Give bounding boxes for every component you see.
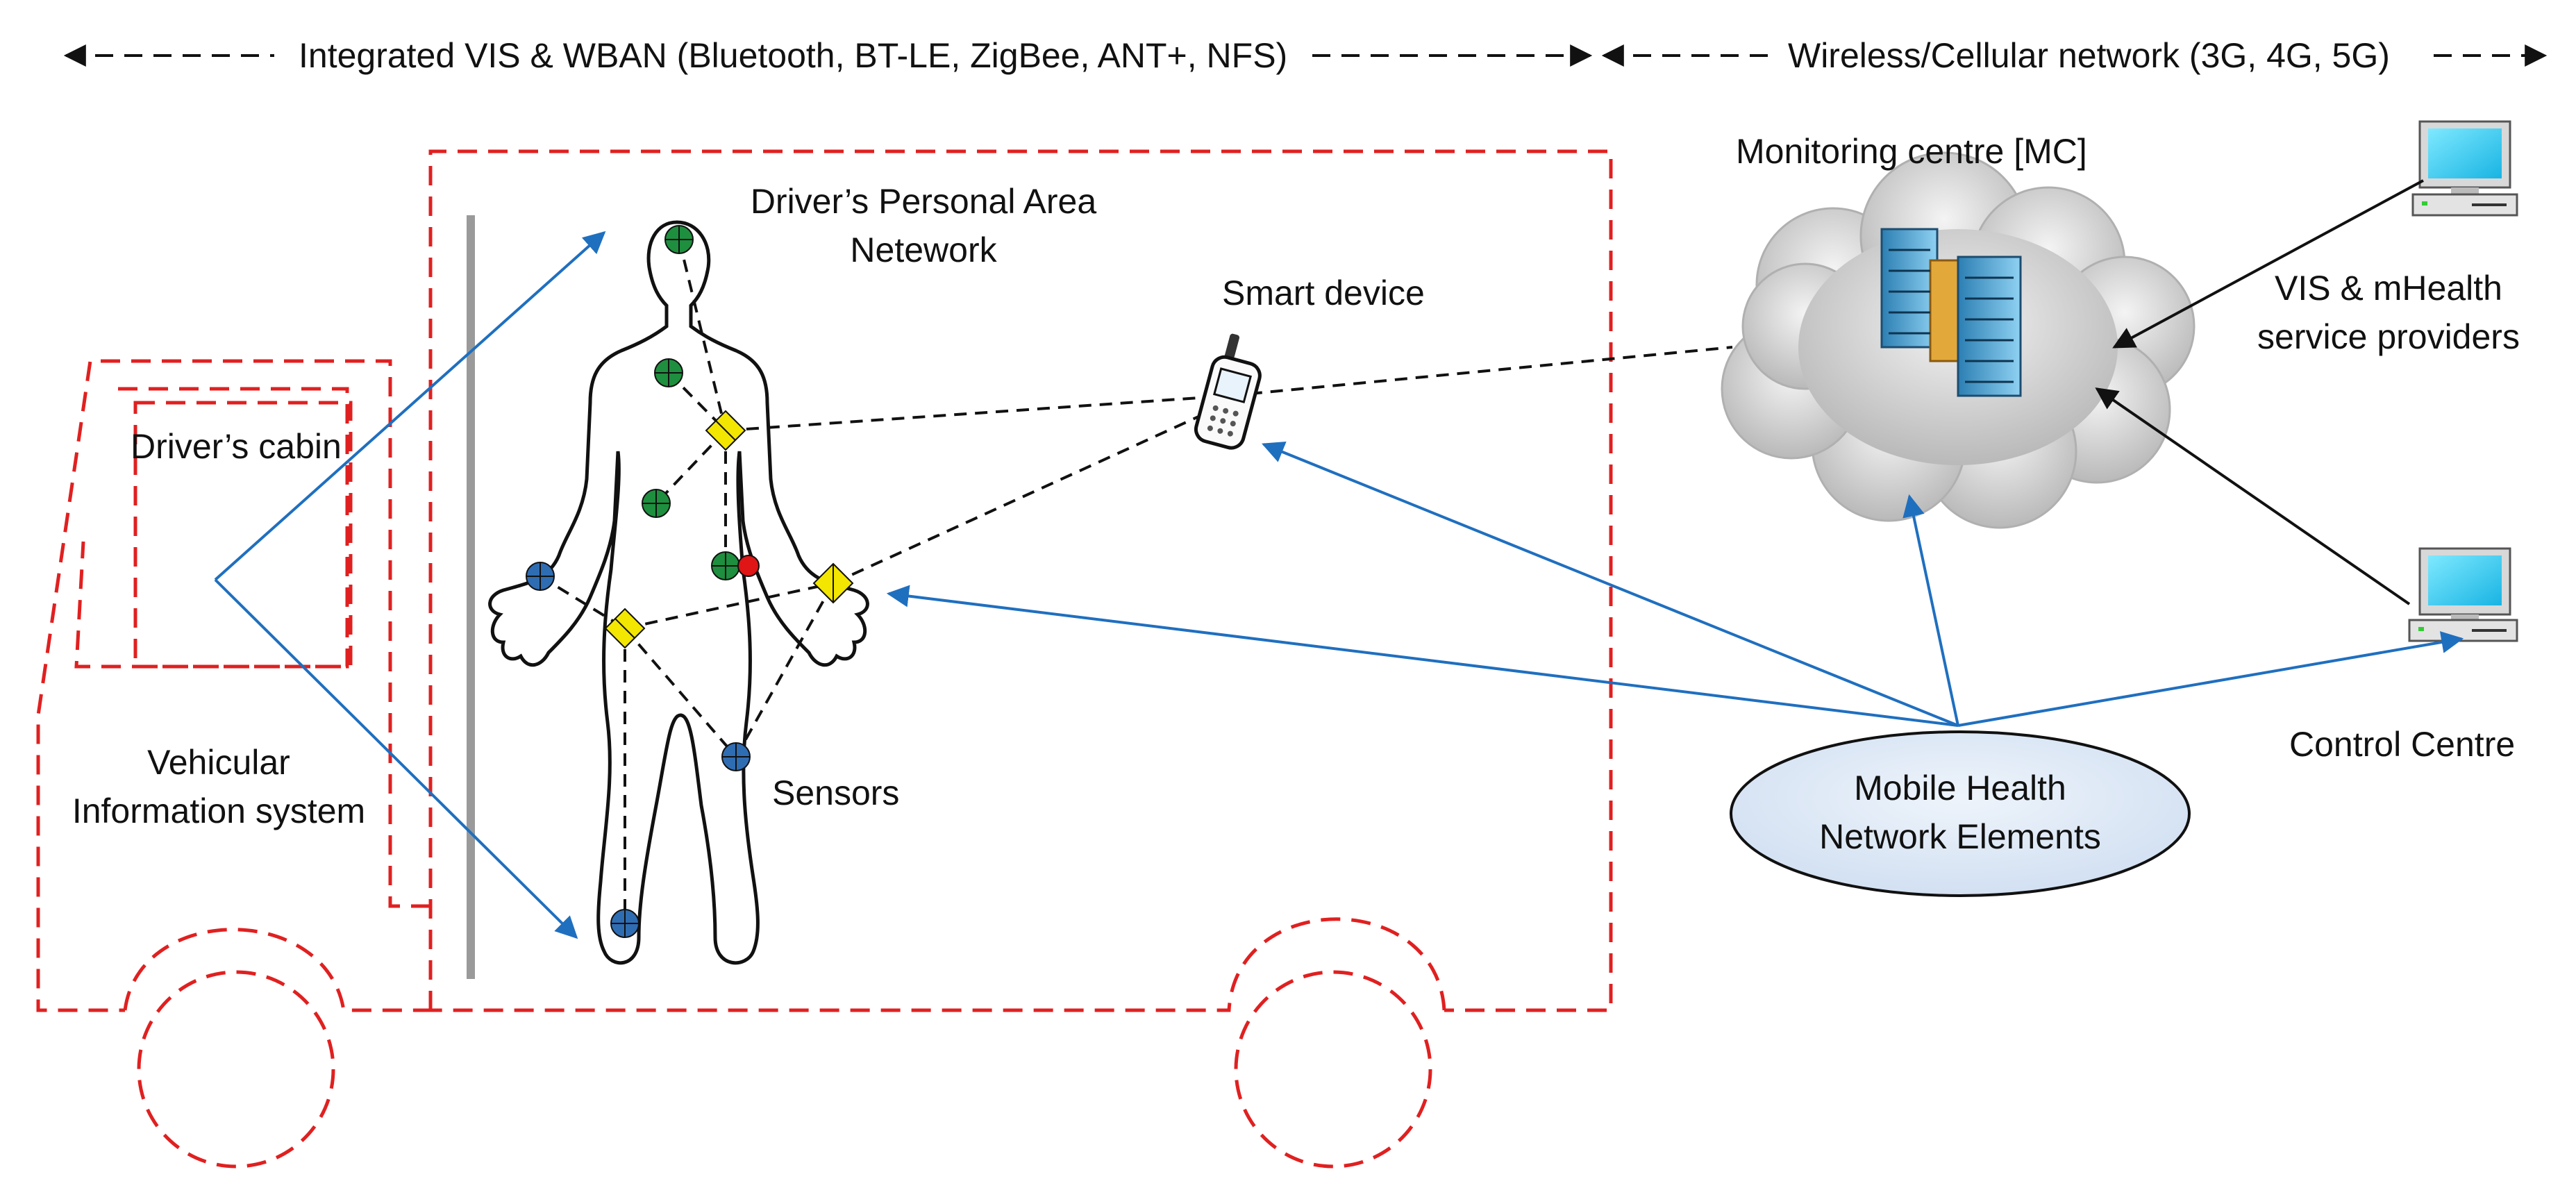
front-wheel-arch: [123, 928, 430, 1012]
rear-wheel-arch: [430, 917, 1446, 1012]
sensor-chest: [642, 489, 671, 518]
server-rack-icon: [1880, 228, 2022, 397]
mhealth-label-line1: Mobile Health: [1854, 769, 2066, 807]
sensor-left-wrist: [526, 562, 555, 591]
providers-label-line1: VIS & mHealth: [2275, 269, 2502, 308]
desktop-computer-icon: [2408, 547, 2518, 642]
hub-sensor-right-wrist: [812, 562, 854, 604]
vis-label-line1: Vehicular: [147, 743, 290, 782]
pan-label: Driver’s Personal Area Netework: [743, 177, 1104, 274]
right-network-label: Wireless/Cellular network (3G, 4G, 5G): [1788, 36, 2390, 75]
hub-sensor-chest: [705, 410, 746, 451]
mhealth-label: Mobile Health Network Elements: [1787, 764, 2134, 861]
sensor-neck: [654, 358, 683, 387]
vis-label: Vehicular Information system: [52, 738, 385, 835]
front-wheel: [137, 970, 335, 1169]
mhealth-links: [886, 441, 2464, 727]
providers-label: VIS & mHealth service providers: [2201, 264, 2576, 361]
vehicle-outline: [36, 149, 1613, 1169]
rear-wheel: [1234, 970, 1432, 1169]
pan-label-line2: Netework: [850, 231, 997, 269]
left-network-label: Integrated VIS & WBAN (Bluetooth, BT-LE,…: [299, 36, 1288, 75]
sensor-nodes: [526, 225, 854, 938]
sensor-knee: [721, 742, 751, 771]
mhealth-ellipse: [1730, 730, 2191, 897]
sensor-head: [664, 225, 694, 254]
person-icon: [488, 220, 869, 965]
sensor-ankle: [610, 909, 639, 938]
mhealth-label-line2: Network Elements: [1819, 817, 2101, 856]
smart-device-label: Smart device: [1222, 274, 1425, 312]
mobile-phone-icon: [1194, 333, 1262, 450]
desktop-computer-icon: [2411, 120, 2518, 217]
cab-window-frame: [74, 387, 349, 669]
pan-label-line1: Driver’s Personal Area: [750, 182, 1097, 221]
provider-links: [2095, 179, 2424, 605]
sensor-abdomen: [711, 551, 760, 580]
control-centre-label: Control Centre: [2289, 725, 2516, 764]
hub-sensor-hip: [604, 608, 646, 649]
drivers-cabin-label: Driver’s cabin: [131, 427, 342, 466]
providers-label-line2: service providers: [2257, 317, 2520, 356]
vis-label-line2: Information system: [72, 792, 366, 830]
cab-window: [133, 401, 353, 669]
monitoring-centre-label: Monitoring centre [MC]: [1736, 132, 2087, 171]
cab-outline: [36, 359, 430, 1012]
vis-links: [214, 231, 606, 939]
sensors-label: Sensors: [772, 773, 900, 812]
